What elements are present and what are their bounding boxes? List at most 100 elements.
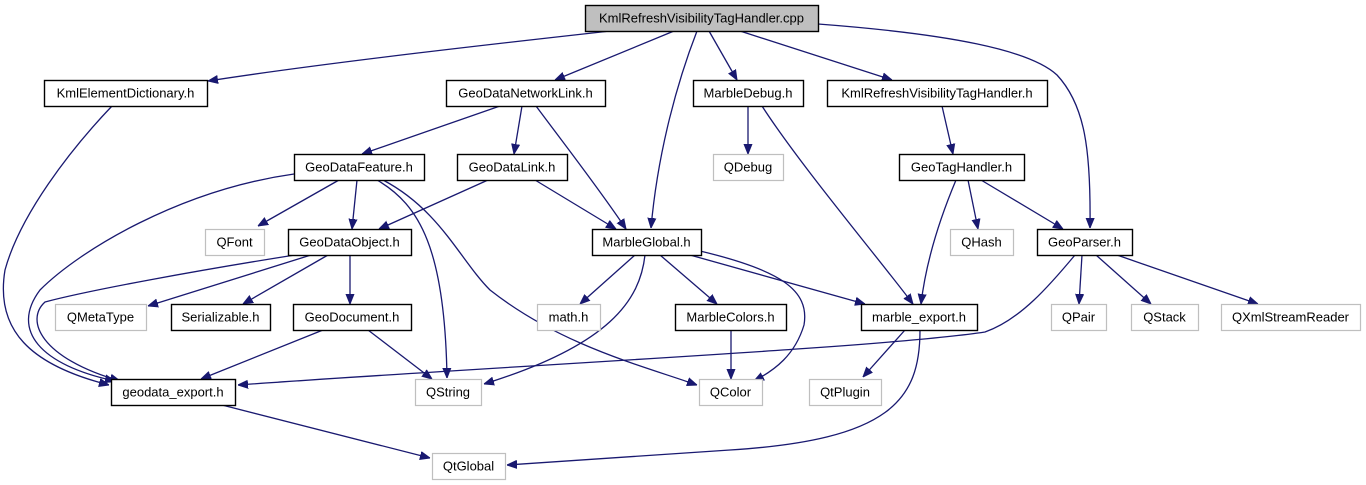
node-box (43, 79, 209, 108)
edge-marbleglobal-to-qstring (484, 254, 646, 384)
node-label: QtGlobal (443, 459, 494, 474)
node-geodatalink[interactable]: GeoDataLink.h (456, 153, 569, 182)
node-qfont: QFont (204, 228, 266, 257)
nodes-layer: KmlRefreshVisibilityTagHandler.cppKmlEle… (43, 4, 1362, 481)
edge-geodatalink-to-geodataobject (379, 179, 489, 230)
node-marbleglobal[interactable]: MarbleGlobal.h (591, 228, 703, 257)
node-label: GeoTagHandler.h (911, 160, 1012, 175)
node-label: KmlRefreshVisibilityTagHandler.h (841, 86, 1032, 101)
edge-geodatafeature-to-qfont (258, 179, 340, 226)
edge-geodatanetworklink-to-geodatalink (514, 105, 523, 154)
node-label: QtPlugin (820, 385, 870, 400)
node-box (287, 228, 413, 257)
node-box (698, 378, 764, 407)
edge-marbleexport-to-qtglobal (507, 329, 921, 465)
node-serializable[interactable]: Serializable.h (170, 303, 272, 332)
node-marbledebug[interactable]: MarbleDebug.h (692, 79, 805, 108)
node-label: QFont (216, 235, 253, 250)
edge-kmlrefreshh-to-geotaghandler (941, 105, 953, 154)
node-geodocument[interactable]: GeoDocument.h (292, 303, 413, 332)
node-geodataexport[interactable]: geodata_export.h (110, 378, 237, 407)
node-marbleexport[interactable]: marble_export.h (860, 303, 979, 332)
node-box (170, 303, 272, 332)
edge-geoparser-to-qpair (1079, 254, 1082, 304)
edge-geodatafeature-to-qcolor (382, 179, 697, 385)
node-box (54, 303, 148, 332)
edge-geodocument-to-qstring (367, 329, 432, 379)
node-box (445, 79, 607, 108)
node-box (431, 452, 507, 481)
node-label: GeoDocument.h (305, 310, 400, 325)
node-label: MarbleColors.h (686, 310, 774, 325)
node-qpair: QPair (1050, 303, 1108, 332)
edge-marbledebug-to-marbleexport (761, 105, 913, 304)
edge-geotaghandler-to-qhash (967, 179, 978, 229)
node-marblecolors[interactable]: MarbleColors.h (674, 303, 788, 332)
node-qstack: QStack (1130, 303, 1200, 332)
node-label: QMetaType (67, 310, 134, 325)
edge-marbleglobal-to-qcolor (699, 250, 806, 381)
edge-geodatafeature-to-geodataobject (352, 179, 357, 229)
node-geodatanetworklink[interactable]: GeoDataNetworkLink.h (445, 79, 607, 108)
node-label: QDebug (724, 160, 772, 175)
node-box (110, 378, 237, 407)
node-label: QString (426, 385, 470, 400)
node-box (584, 4, 820, 33)
node-label: GeoDataObject.h (299, 235, 399, 250)
node-box (1050, 303, 1108, 332)
node-geotaghandler[interactable]: GeoTagHandler.h (898, 153, 1026, 182)
edge-geotaghandler-to-geoparser (980, 179, 1063, 229)
node-qtglobal: QtGlobal (431, 452, 507, 481)
node-box (292, 303, 413, 332)
node-box (674, 303, 788, 332)
edge-root-to-marbledebug (708, 30, 737, 80)
node-label: math.h (549, 310, 589, 325)
node-box (692, 79, 805, 108)
node-label: MarbleDebug.h (704, 86, 793, 101)
edge-geodatalink-to-marbleglobal (534, 179, 616, 229)
node-box (1036, 228, 1134, 257)
edge-marbleglobal-to-marblecolors (659, 254, 717, 304)
edge-geodataobject-to-geodataexport (36, 254, 296, 381)
edge-geoparser-to-qstack (1095, 254, 1151, 304)
node-box (293, 153, 426, 182)
edge-geodatanetworklink-to-geodatafeature (362, 105, 501, 154)
node-qstring: QString (414, 378, 483, 407)
node-geodatafeature[interactable]: GeoDataFeature.h (293, 153, 426, 182)
node-box (826, 79, 1049, 108)
node-box (536, 303, 602, 332)
edge-geodataexport-to-qtglobal (221, 404, 430, 458)
node-kmlrefreshh[interactable]: KmlRefreshVisibilityTagHandler.h (826, 79, 1049, 108)
node-geodataobject[interactable]: GeoDataObject.h (287, 228, 413, 257)
node-label: marble_export.h (872, 310, 966, 325)
edge-root-to-kmlelementdictionary (208, 30, 611, 81)
node-box (414, 378, 483, 407)
node-label: KmlRefreshVisibilityTagHandler.cpp (599, 11, 804, 26)
edge-root-to-marbleglobal (651, 30, 698, 228)
node-qdebug: QDebug (712, 153, 785, 182)
node-label: GeoDataLink.h (469, 160, 556, 175)
node-label: QStack (1143, 310, 1186, 325)
node-box (1130, 303, 1200, 332)
node-label: QPair (1062, 310, 1096, 325)
node-box (591, 228, 703, 257)
node-box (949, 228, 1015, 257)
edge-kmlelementdictionary-to-geodataexport (2, 105, 113, 385)
edge-geoparser-to-qxmlstreamreader (1116, 254, 1258, 304)
node-box (898, 153, 1026, 182)
node-root[interactable]: KmlRefreshVisibilityTagHandler.cpp (584, 4, 820, 33)
node-label: QHash (961, 235, 1001, 250)
node-kmlelementdictionary[interactable]: KmlElementDictionary.h (43, 79, 209, 108)
node-label: geodata_export.h (122, 385, 223, 400)
node-box (204, 228, 266, 257)
node-mathh: math.h (536, 303, 602, 332)
edge-geodatanetworklink-to-marbleglobal (535, 105, 626, 229)
node-box (712, 153, 785, 182)
edge-marbleglobal-to-mathh (580, 254, 636, 304)
node-label: GeoDataNetworkLink.h (458, 86, 592, 101)
edges-layer (2, 23, 1258, 465)
node-qhash: QHash (949, 228, 1015, 257)
node-label: GeoParser.h (1048, 235, 1121, 250)
node-geoparser[interactable]: GeoParser.h (1036, 228, 1134, 257)
